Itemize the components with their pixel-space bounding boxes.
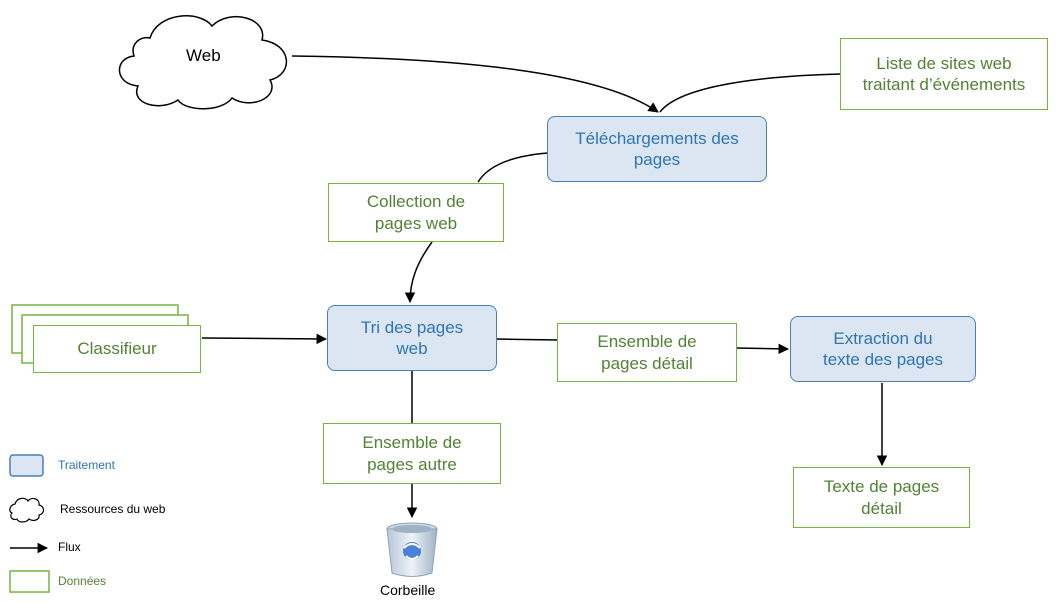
legend-data-label: Données [58,574,107,588]
flow-classifier-to-sort [201,333,328,345]
sites-list-box: Liste de sites web traitant d’événements [840,38,1048,110]
flow-collection-to-sort [404,241,433,304]
recycle-bin-icon [386,522,438,577]
extraction-process-box: Extraction du texte des pages [790,316,976,382]
legend-web-resources-label: Ressources du web [60,502,166,516]
connector-sort-detail [495,338,559,341]
detail-text-box: Texte de pages détail [793,467,970,528]
flow-web-to-download [291,55,659,113]
classifier-box: Classifieur [33,325,201,373]
trash-label: Corbeille [380,582,436,598]
other-set-box: Ensemble de pages autre [323,423,501,484]
collection-box: Collection de pages web [328,183,504,242]
detail-set-box: Ensemble de pages détail [557,323,737,382]
web-cloud-icon [118,15,287,110]
legend-flow-label: Flux [58,540,81,554]
legend-data-swatch [9,570,50,593]
web-cloud-label: Web [186,46,221,65]
sort-process-box: Tri des pages web [327,305,497,371]
flow-sites-to-download [659,73,841,113]
legend-process-label: Traitement [58,458,115,472]
flow-detail-to-extraction [735,343,790,355]
legend-process-swatch [9,454,44,477]
download-process-box: Téléchargements des pages [547,116,767,182]
connector-download-collection [477,152,549,183]
legend-cloud-icon [9,497,45,523]
